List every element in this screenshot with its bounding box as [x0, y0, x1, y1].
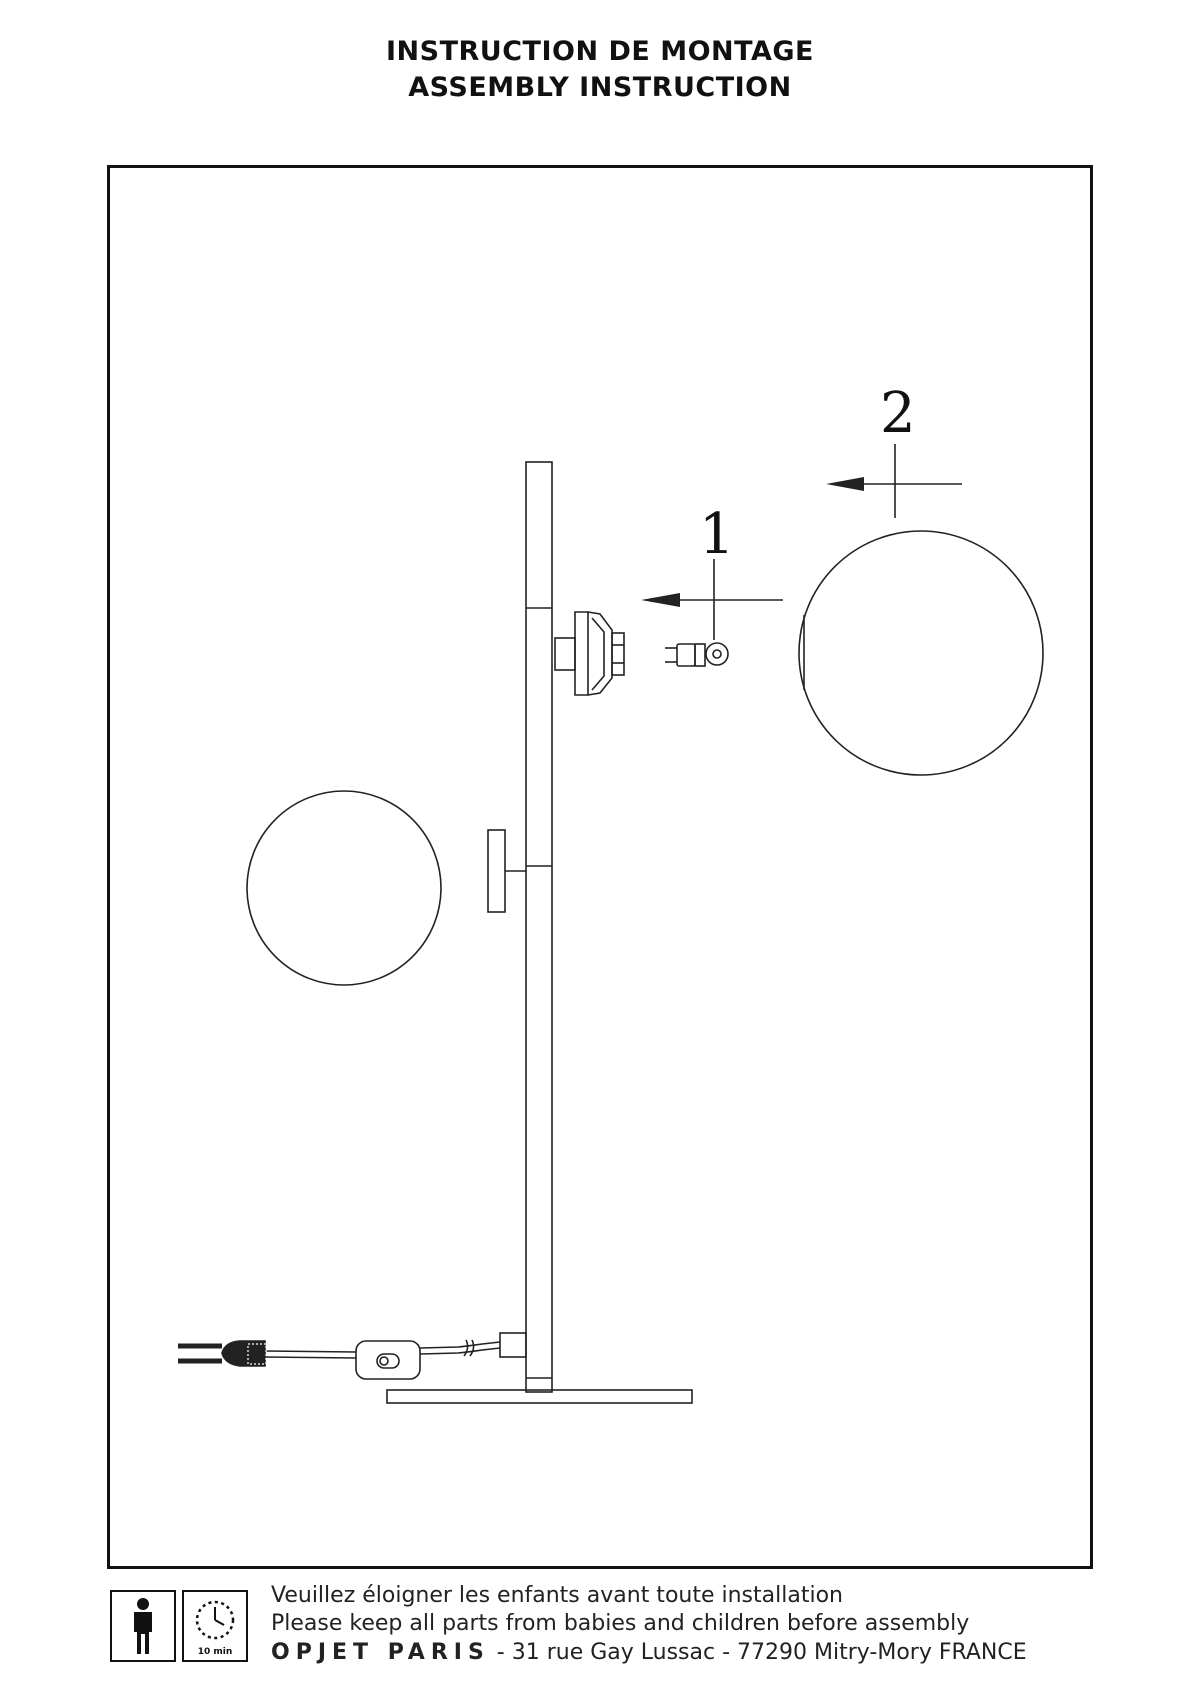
- globe-assembled: [246, 790, 526, 986]
- title-english: ASSEMBLY INSTRUCTION: [408, 72, 792, 103]
- warning-english: Please keep all parts from babies and ch…: [271, 1611, 970, 1636]
- company-address: - 31 rue Gay Lussac - 77290 Mitry-Mory F…: [489, 1640, 1027, 1665]
- title-french: INSTRUCTION DE MONTAGE: [386, 36, 814, 67]
- lamp-pole: [525, 461, 553, 1393]
- cord-switch: [355, 1340, 421, 1380]
- switch-toggle: [376, 1353, 400, 1369]
- step-2-number: 2: [880, 381, 916, 446]
- diagram-frame: [107, 165, 1093, 1569]
- brand-name: OPJET PARIS: [271, 1640, 490, 1665]
- lamp-base: [386, 1389, 693, 1404]
- person-icon: [110, 1590, 176, 1662]
- step-1-arrow: [641, 559, 783, 640]
- warning-french: Veuillez éloigner les enfants avant tout…: [271, 1583, 843, 1608]
- upper-lamp-holder: [554, 611, 625, 696]
- globe-exploded: [798, 530, 1044, 776]
- step-2-arrow: [826, 444, 962, 518]
- time-label: 10 min: [198, 1647, 233, 1657]
- cable-connector: [499, 1332, 527, 1358]
- g9-bulb: [665, 642, 729, 667]
- power-cord: [178, 1339, 501, 1380]
- clock-icon: 10 min: [182, 1590, 248, 1662]
- lower-lamp-holder: [487, 829, 506, 913]
- company-address-line: OPJET PARIS - 31 rue Gay Lussac - 77290 …: [271, 1640, 1027, 1665]
- step-1-number: 1: [699, 502, 735, 567]
